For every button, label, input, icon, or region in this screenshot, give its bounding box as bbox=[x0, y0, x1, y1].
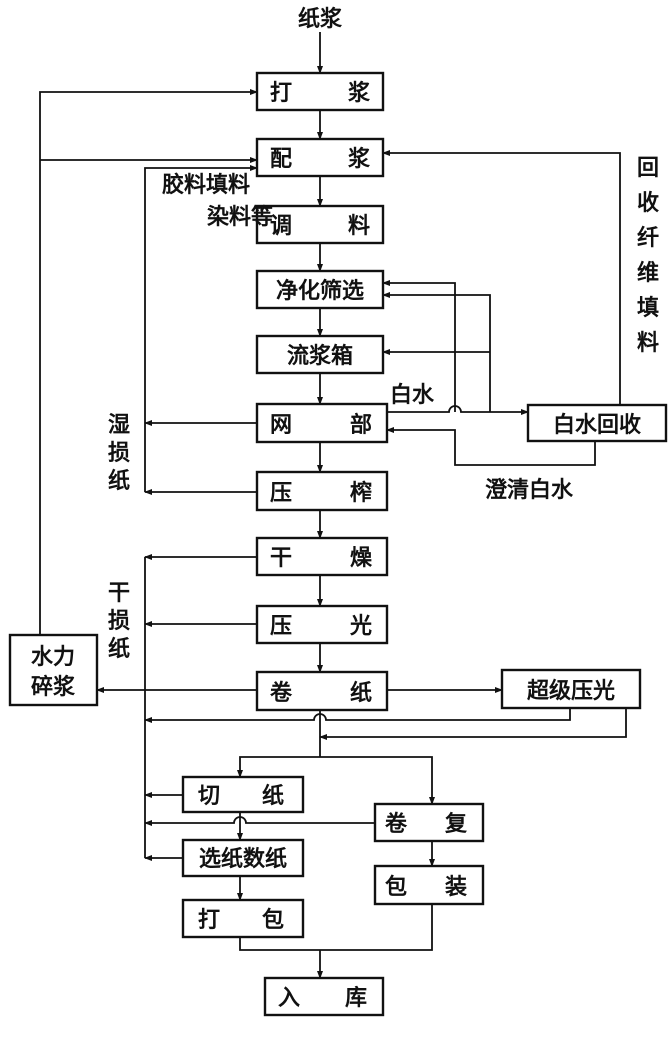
svg-text:包: 包 bbox=[385, 874, 407, 900]
svg-text:湿: 湿 bbox=[108, 413, 130, 438]
svg-text:打: 打 bbox=[198, 908, 220, 933]
input-label-pulp: 纸浆 bbox=[298, 6, 343, 32]
box-pulper: 水力 碎浆 bbox=[8, 633, 99, 707]
svg-text:纤: 纤 bbox=[637, 225, 659, 251]
connectors bbox=[39, 32, 627, 979]
svg-text:填: 填 bbox=[637, 296, 659, 321]
box-additive: 调料 bbox=[255, 204, 385, 245]
svg-text:榨: 榨 bbox=[350, 480, 372, 506]
box-storage: 入库 bbox=[263, 976, 385, 1017]
svg-text:包: 包 bbox=[262, 907, 284, 933]
label-recovered-fiber: 回 收 纤 维 填 料 bbox=[637, 156, 659, 356]
svg-text:调: 调 bbox=[270, 214, 292, 239]
svg-text:净化筛选: 净化筛选 bbox=[276, 278, 364, 304]
svg-text:料: 料 bbox=[637, 331, 659, 356]
svg-text:浆: 浆 bbox=[348, 146, 371, 172]
box-wrapping: 包装 bbox=[373, 864, 485, 906]
box-sorting: 选纸数纸 bbox=[181, 838, 305, 878]
svg-text:水力: 水力 bbox=[31, 645, 75, 670]
box-reel: 卷纸 bbox=[255, 670, 389, 712]
svg-text:浆: 浆 bbox=[348, 80, 371, 106]
svg-text:损: 损 bbox=[108, 609, 130, 634]
label-dyes: 染料等 bbox=[207, 204, 273, 230]
label-dry-broke: 干 损 纸 bbox=[108, 581, 130, 662]
label-additives: 胶料填料 bbox=[162, 172, 250, 198]
svg-text:卷: 卷 bbox=[384, 811, 408, 837]
box-headbox: 流浆箱 bbox=[255, 334, 385, 375]
svg-text:部: 部 bbox=[350, 412, 372, 438]
box-stock-prep: 配浆 bbox=[255, 137, 385, 178]
svg-text:网: 网 bbox=[270, 413, 292, 438]
svg-text:入: 入 bbox=[278, 986, 300, 1011]
svg-text:装: 装 bbox=[445, 875, 467, 900]
svg-text:干: 干 bbox=[108, 581, 130, 606]
svg-text:切: 切 bbox=[198, 784, 220, 809]
svg-text:选纸数纸: 选纸数纸 bbox=[199, 846, 287, 872]
box-wire: 网部 bbox=[255, 402, 389, 444]
label-white-water: 白水 bbox=[390, 382, 435, 408]
box-supercalender: 超级压光 bbox=[500, 668, 642, 710]
box-drying: 干燥 bbox=[255, 536, 389, 577]
box-press: 压榨 bbox=[255, 470, 389, 512]
box-baling: 打包 bbox=[181, 898, 305, 939]
svg-text:流浆箱: 流浆箱 bbox=[287, 343, 353, 369]
svg-text:配: 配 bbox=[270, 147, 292, 172]
svg-text:回: 回 bbox=[637, 156, 659, 181]
svg-text:库: 库 bbox=[345, 986, 367, 1011]
svg-text:纸: 纸 bbox=[262, 783, 284, 809]
svg-text:卷: 卷 bbox=[269, 680, 293, 706]
svg-text:燥: 燥 bbox=[350, 546, 373, 571]
svg-text:纸: 纸 bbox=[108, 468, 130, 494]
svg-text:纸: 纸 bbox=[350, 680, 372, 706]
svg-text:收: 收 bbox=[637, 190, 659, 216]
svg-text:白水回收: 白水回收 bbox=[553, 412, 641, 438]
label-clarified-white-water: 澄清白水 bbox=[485, 477, 574, 503]
box-cutting: 切纸 bbox=[181, 775, 305, 814]
box-beating: 打浆 bbox=[255, 71, 385, 112]
box-whitewater-recovery: 白水回收 bbox=[526, 403, 668, 443]
box-rewinding: 卷复 bbox=[373, 802, 485, 843]
svg-text:碎浆: 碎浆 bbox=[31, 674, 76, 700]
svg-text:纸: 纸 bbox=[108, 636, 130, 662]
svg-text:复: 复 bbox=[444, 811, 468, 837]
svg-text:料: 料 bbox=[348, 214, 370, 239]
svg-text:损: 损 bbox=[108, 441, 130, 466]
box-cleaning: 净化筛选 bbox=[255, 269, 385, 310]
svg-text:超级压光: 超级压光 bbox=[527, 678, 615, 704]
label-wet-broke: 湿 损 纸 bbox=[108, 413, 130, 494]
svg-text:压: 压 bbox=[270, 481, 292, 506]
box-calender: 压光 bbox=[255, 604, 389, 645]
svg-text:打: 打 bbox=[270, 81, 292, 106]
svg-text:压: 压 bbox=[270, 614, 292, 639]
svg-text:光: 光 bbox=[349, 614, 372, 639]
svg-text:干: 干 bbox=[270, 546, 292, 571]
svg-text:维: 维 bbox=[637, 260, 659, 286]
